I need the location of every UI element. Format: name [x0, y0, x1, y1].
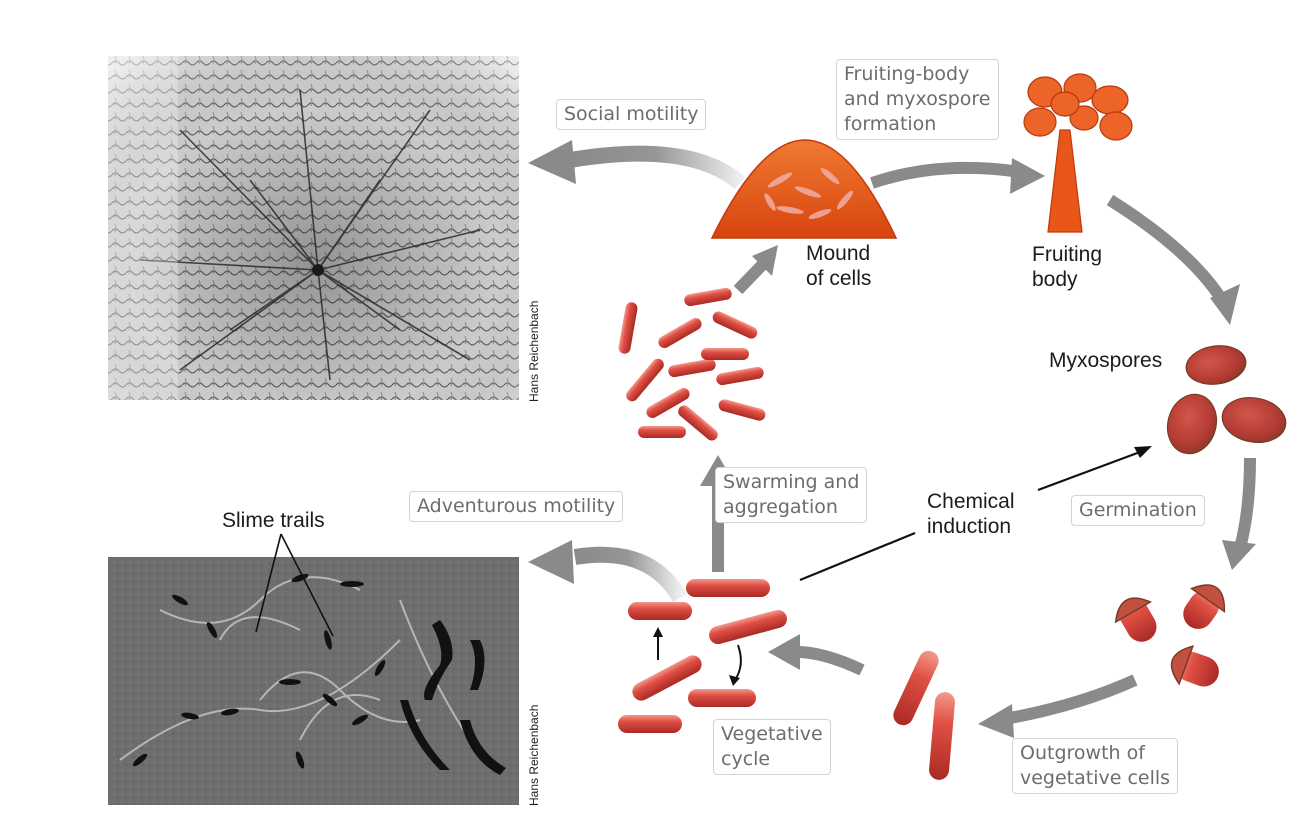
slime-trails-label: Slime trails [222, 509, 325, 532]
chemical-induction-line-upper [1037, 450, 1141, 492]
adventurous-motility-arrow [573, 546, 687, 603]
fruiting-body-label: Fruiting body [1032, 243, 1103, 291]
germination-label: Germination [1071, 495, 1205, 526]
adventurous-motility-label: Adventurous motility [409, 491, 624, 522]
outgrowth-label: Outgrowth of vegetative cells [1012, 738, 1179, 794]
vegetative-arrowhead-down [729, 675, 740, 686]
swarming-aggregation-label: Swarming and aggregation [715, 467, 868, 523]
social-motility-label: Social motility [556, 99, 707, 130]
social-motility-arrow [568, 145, 746, 190]
mound-label: Mound of cells [806, 242, 872, 290]
fruiting-formation-label: Fruiting-body and myxospore formation [836, 59, 999, 140]
fruiting-body [1023, 73, 1133, 233]
outgrowth-cells [893, 650, 955, 780]
adventurous-motility-arrowhead [528, 540, 574, 584]
mound-of-cells [710, 139, 898, 239]
social-motility-arrowhead [528, 140, 576, 184]
slime-trails-pointers [255, 533, 334, 637]
vegetative-cells [618, 579, 787, 733]
germinating-spores [1114, 584, 1226, 687]
aggregation-center [312, 264, 324, 276]
adventurous-motility-photo [108, 557, 519, 805]
myxospores-label: Myxospores [1049, 349, 1163, 372]
swarming-cells [618, 287, 766, 441]
top-photo-credit: Hans Reichenbach [527, 300, 541, 402]
social-motility-photo [108, 56, 519, 400]
chemical-induction-arrowhead [1134, 446, 1152, 458]
myxospores [1166, 345, 1287, 455]
chemical-induction-line-lower [799, 531, 916, 582]
chemical-induction-label: Chemical induction [927, 490, 1015, 538]
bottom-photo-credit: Hans Reichenbach [527, 704, 541, 806]
vegetative-cycle-label: Vegetative cycle [713, 719, 831, 775]
vegetative-arrowhead-up [653, 627, 663, 637]
